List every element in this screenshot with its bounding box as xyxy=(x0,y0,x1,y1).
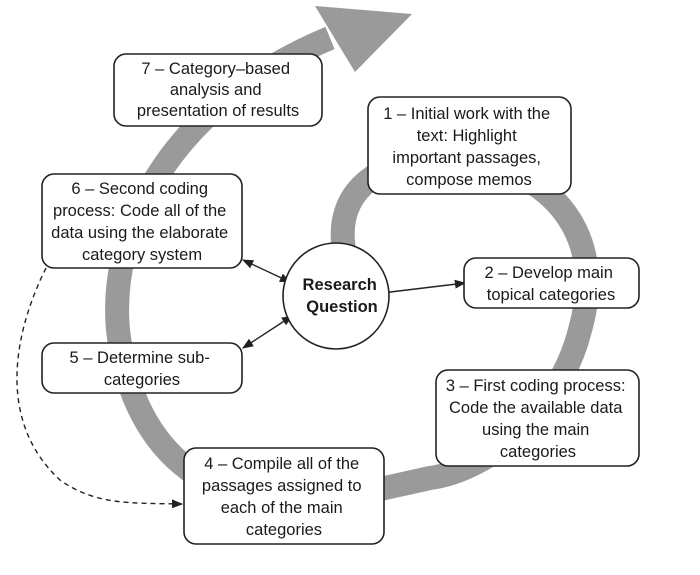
step-7-text: 7 – Category–based analysis and presenta… xyxy=(137,60,299,120)
connector-to-step-5 xyxy=(242,315,293,349)
step-6-text: 6 – Second coding process: Code all of t… xyxy=(51,180,233,264)
research-question-line-2: Question xyxy=(306,298,378,316)
connector-to-step-6 xyxy=(241,259,292,283)
research-question-line-1: Research xyxy=(303,276,377,294)
research-question-node: Research Question xyxy=(282,242,390,350)
research-question-label: Research Question xyxy=(303,276,382,316)
step-5-box: 5 – Determine sub- categories xyxy=(41,342,243,394)
step-7-box: 7 – Category–based analysis and presenta… xyxy=(113,53,323,127)
step-4-box: 4 – Compile all of the passages assigned… xyxy=(183,447,385,545)
step-3-box: 3 – First coding process: Code the avail… xyxy=(435,369,640,467)
research-question-circle xyxy=(282,242,390,350)
step-3-text: 3 – First coding process: Code the avail… xyxy=(446,377,630,461)
step-2-text: 2 – Develop main topical categories xyxy=(484,264,617,304)
step-1-text: 1 – Initial work with the text: Highligh… xyxy=(383,105,555,189)
step-2-box: 2 – Develop main topical categories xyxy=(463,257,640,309)
cycle-arrow-head xyxy=(315,6,412,72)
step-5-text: 5 – Determine sub- categories xyxy=(70,349,215,389)
step-1-box: 1 – Initial work with the text: Highligh… xyxy=(367,96,572,195)
connector-to-step-2 xyxy=(381,279,467,294)
step-4-text: 4 – Compile all of the passages assigned… xyxy=(202,455,366,539)
connectors xyxy=(16,259,467,509)
step-6-box: 6 – Second coding process: Code all of t… xyxy=(41,173,243,269)
